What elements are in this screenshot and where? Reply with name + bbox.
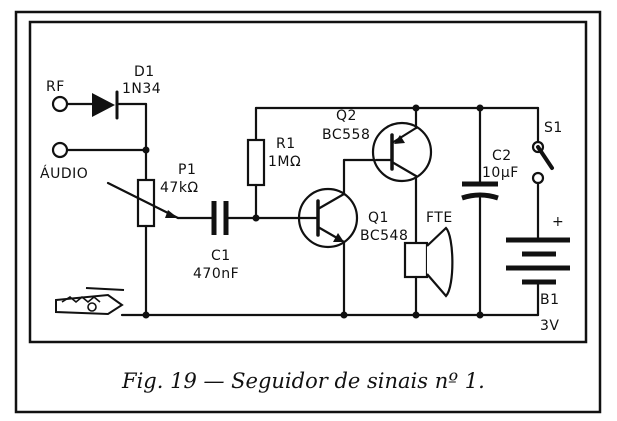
potentiometer-p1 [106,178,180,317]
q2-part-label: BC558 [322,127,370,143]
q1-part-label: BC548 [360,228,408,244]
figure-frame [14,10,602,414]
capacitor-c2 [461,181,499,201]
c1-value-label: 470nF [193,266,239,282]
schematic-frame [28,20,588,344]
battery-plus-label: + [552,214,564,230]
s1-name-label: S1 [544,120,563,136]
switch-s1 [531,140,554,185]
c1-name-label: C1 [211,248,231,264]
q1-name-label: Q1 [368,210,389,226]
speaker-icon [403,226,454,317]
resistor-r1 [246,138,266,187]
b1-value-label: 3V [540,318,559,334]
c2-name-label: C2 [492,148,512,164]
diode-d1 [92,90,148,120]
figure-caption: Fig. 19 — Seguidor de sinais nº 1. [121,369,485,393]
transistor-q1 [297,158,359,317]
d1-name-label: D1 [134,64,155,80]
battery-b1 [506,237,570,317]
r1-name-label: R1 [276,136,296,152]
p1-value-label: 47kΩ [160,180,199,196]
rf-label: RF [46,79,65,95]
rf-input-terminal [51,95,94,113]
capacitor-c1 [211,201,229,235]
r1-value-label: 1MΩ [268,154,301,170]
q2-name-label: Q2 [336,108,357,124]
fte-label: FTE [426,210,453,226]
audio-label: ÁUDIO [40,165,88,182]
audio-input-terminal [51,141,148,159]
transistor-q2 [371,106,433,245]
p1-name-label: P1 [178,162,196,178]
alligator-clip-icon [55,287,148,317]
b1-name-label: B1 [540,292,560,308]
d1-part-label: 1N34 [122,81,161,97]
c2-value-label: 10μF [482,165,519,181]
